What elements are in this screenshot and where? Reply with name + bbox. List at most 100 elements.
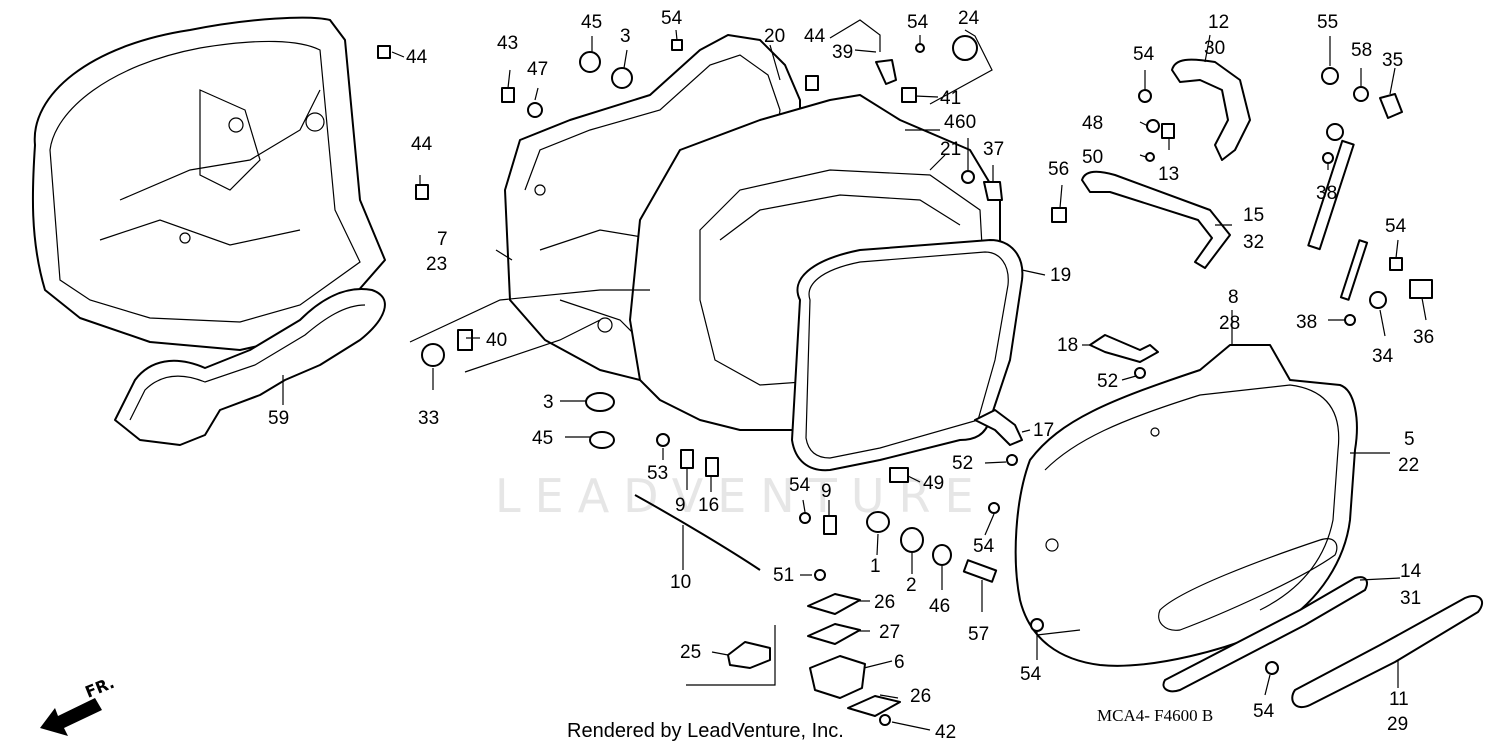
- callout-54: 54: [661, 8, 683, 29]
- handle-12: [1171, 58, 1251, 161]
- callout-54: 54: [1385, 216, 1407, 237]
- callout-21: 21: [940, 139, 961, 160]
- plate-26a: [807, 593, 861, 615]
- callout-33: 33: [418, 408, 439, 429]
- callout-30: 30: [1204, 38, 1225, 59]
- callout-54: 54: [789, 475, 811, 496]
- callout-39: 39: [832, 42, 853, 63]
- hinge-6: [809, 655, 866, 699]
- callout-60: 60: [955, 112, 976, 133]
- callout-37: 37: [983, 139, 1004, 160]
- callout-35: 35: [1382, 50, 1403, 71]
- callout-56: 56: [1048, 159, 1069, 180]
- fasteners: [377, 35, 1433, 726]
- callout-54: 54: [1020, 664, 1042, 685]
- callout-7: 7: [437, 229, 448, 250]
- callout-11: 11: [1389, 689, 1409, 710]
- callout-3: 3: [543, 392, 554, 413]
- callout-16: 16: [698, 495, 719, 516]
- callout-54: 54: [907, 12, 929, 33]
- footer-credit: Rendered by LeadVenture, Inc.: [567, 720, 844, 742]
- front-arrow-icon: FR.: [40, 673, 117, 736]
- callout-3: 3: [620, 26, 631, 47]
- callout-19: 19: [1050, 265, 1071, 286]
- callout-22: 22: [1398, 455, 1419, 476]
- callout-59: 59: [268, 408, 289, 429]
- callout-9: 9: [821, 481, 832, 502]
- callout-labels: 44 44 43 47 45 3 54 20 44 39 54 24 41 4 …: [268, 8, 1434, 743]
- callout-26: 26: [874, 592, 895, 613]
- callout-29: 29: [1387, 714, 1408, 735]
- bracket-17: [974, 409, 1023, 446]
- callout-12: 12: [1208, 12, 1229, 33]
- saddlebag-lid: [31, 16, 386, 351]
- callout-15: 15: [1243, 205, 1264, 226]
- callout-52: 52: [952, 453, 973, 474]
- callout-13: 13: [1158, 164, 1179, 185]
- callout-53: 53: [647, 463, 668, 484]
- trim-11: [1291, 594, 1484, 709]
- callout-20: 20: [764, 26, 785, 47]
- seal-ring: [791, 239, 1024, 472]
- cable-10: [634, 494, 761, 571]
- callout-2: 2: [906, 575, 917, 596]
- plate-27: [807, 623, 861, 645]
- callout-49: 49: [923, 473, 944, 494]
- callout-26: 26: [910, 686, 931, 707]
- callout-52: 52: [1097, 371, 1118, 392]
- callout-43: 43: [497, 33, 518, 54]
- callout-51: 51: [773, 565, 794, 586]
- callout-27: 27: [879, 622, 900, 643]
- plate-26b: [847, 695, 901, 717]
- callout-31: 31: [1400, 588, 1421, 609]
- callout-44: 44: [406, 47, 428, 68]
- callout-45: 45: [532, 428, 553, 449]
- callout-32: 32: [1243, 232, 1264, 253]
- callout-50: 50: [1082, 147, 1103, 168]
- clip-49: [889, 467, 909, 483]
- callout-5: 5: [1404, 429, 1415, 450]
- callout-24: 24: [958, 8, 980, 29]
- callout-18: 18: [1057, 335, 1078, 356]
- callout-1: 1: [870, 556, 881, 577]
- trim-14: [1162, 576, 1368, 693]
- callout-57: 57: [968, 624, 989, 645]
- callout-48: 48: [1082, 113, 1103, 134]
- callout-46: 46: [929, 596, 950, 617]
- callout-38: 38: [1316, 183, 1337, 204]
- callout-40: 40: [486, 330, 507, 351]
- diagram-code: MCA4- F4600 B: [1097, 706, 1213, 725]
- plate-25: [727, 641, 771, 669]
- handle-15: [1081, 170, 1231, 269]
- callout-44: 44: [804, 26, 826, 47]
- callout-25: 25: [680, 642, 701, 663]
- callout-17: 17: [1033, 420, 1054, 441]
- callout-41: 41: [940, 88, 961, 109]
- callout-44: 44: [411, 134, 433, 155]
- callout-58: 58: [1351, 40, 1372, 61]
- gas-strut: [1307, 123, 1387, 309]
- callout-42: 42: [935, 722, 956, 743]
- callout-28: 28: [1219, 313, 1240, 334]
- callout-36: 36: [1413, 327, 1434, 348]
- callout-14: 14: [1400, 561, 1422, 582]
- callout-4: 4: [944, 112, 955, 133]
- leader-lines: [282, 19, 1427, 731]
- callout-55: 55: [1317, 12, 1338, 33]
- callout-34: 34: [1372, 346, 1394, 367]
- callout-54: 54: [1253, 701, 1275, 722]
- callout-23: 23: [426, 254, 447, 275]
- callout-10: 10: [670, 572, 691, 593]
- callout-54: 54: [973, 536, 995, 557]
- callout-54: 54: [1133, 44, 1155, 65]
- callout-47: 47: [527, 59, 548, 80]
- callout-6: 6: [894, 652, 905, 673]
- callout-8: 8: [1228, 287, 1239, 308]
- callout-45: 45: [581, 12, 602, 33]
- watermark: LEADVENTURE: [495, 469, 988, 523]
- front-indicator: FR.: [82, 673, 117, 702]
- callout-9: 9: [675, 495, 686, 516]
- bracket-18: [1089, 334, 1159, 363]
- callout-38: 38: [1296, 312, 1317, 333]
